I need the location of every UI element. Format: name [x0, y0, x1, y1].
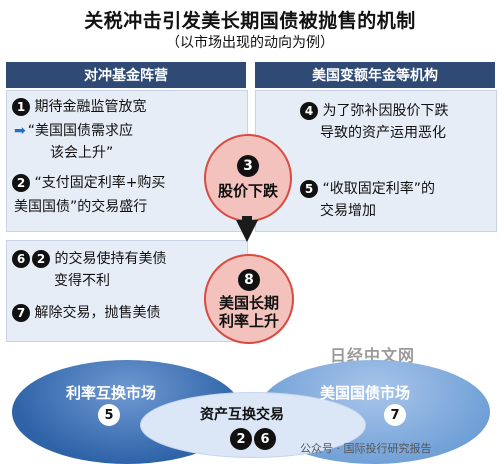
step-7-text: 解除交易，抛售美债: [34, 305, 161, 321]
step-8-text-b: 利率上升: [218, 311, 279, 330]
step-6-badge: 6: [12, 250, 30, 268]
panel-annuity: [255, 90, 497, 232]
swap-market-step-5-badge: 5: [98, 404, 120, 426]
step-8-text-a: 美国长期: [218, 293, 279, 312]
step-8-badge: 8: [238, 268, 260, 291]
diagram-title: 关税冲击引发美长期国债被抛售的机制: [84, 10, 416, 32]
down-arrow-icon: [236, 220, 258, 242]
step-1-badge: 1: [12, 98, 30, 116]
step-4: 4 为了弥补因股价下跌: [300, 100, 448, 122]
step-7-badge: 7: [12, 304, 30, 322]
step-1-sub-b: 该会上升”: [50, 145, 114, 161]
long-rate-rise-circle: 8 美国长期 利率上升: [204, 254, 294, 344]
step-1-sub-a: ➡“美国国债需求应: [14, 120, 133, 142]
asset-swap-step-6-badge: 6: [254, 428, 276, 450]
step-2-text-b: 美国国债”的交易盛行: [14, 199, 148, 215]
asset-swap-step-2-badge: 2: [230, 428, 252, 450]
step-5: 5 “收取固定利率”的: [300, 178, 435, 200]
step-1-text: 期待金融监管放宽: [34, 99, 147, 115]
header-hedge-funds: 对冲基金阵营: [6, 62, 246, 88]
step-2-badge-repeat: 2: [32, 250, 50, 268]
right-arrow-icon: ➡: [14, 123, 26, 139]
swap-market-label: 利率互换市场: [66, 384, 157, 402]
step-1: 1 期待金融监管放宽: [12, 96, 146, 118]
step-4-text-b: 导致的资产运用恶化: [320, 125, 446, 141]
step-5-text-a: “收取固定利率”的: [322, 181, 435, 197]
stock-drop-circle: 3 股价下跌: [204, 134, 292, 222]
step-5-badge: 5: [300, 180, 318, 198]
step-1-sub-a-text: “美国国债需求应: [27, 123, 133, 139]
step-2: 2 “支付固定利率+购买: [12, 172, 165, 194]
asset-swap-label: 资产互换交易: [200, 407, 284, 423]
step-6-2-text-b: 变得不利: [54, 273, 110, 289]
step-4-text-a: 为了弥补因股价下跌: [322, 103, 449, 119]
step-7: 7 解除交易，抛售美债: [12, 302, 160, 324]
treasury-market-step-7-badge: 7: [384, 404, 406, 426]
diagram-subtitle: （以市场出现的动向为例）: [166, 35, 334, 51]
asset-swap-ellipse: [140, 392, 366, 458]
header-annuity-institutions: 美国变额年金等机构: [255, 62, 495, 88]
step-4-badge: 4: [300, 102, 318, 120]
step-3-badge: 3: [237, 155, 259, 177]
source-watermark: 公众号 · 国际投行研究报告: [300, 442, 432, 455]
step-2-badge: 2: [12, 174, 30, 192]
step-6-2-text-a: 的交易使持有美债: [54, 251, 167, 267]
treasury-market-label: 美国国债市场: [320, 384, 411, 402]
step-2-text-a: “支付固定利率+购买: [34, 175, 166, 191]
step-5-text-b: 交易增加: [320, 203, 376, 219]
step-3-text: 股价下跌: [217, 182, 278, 200]
